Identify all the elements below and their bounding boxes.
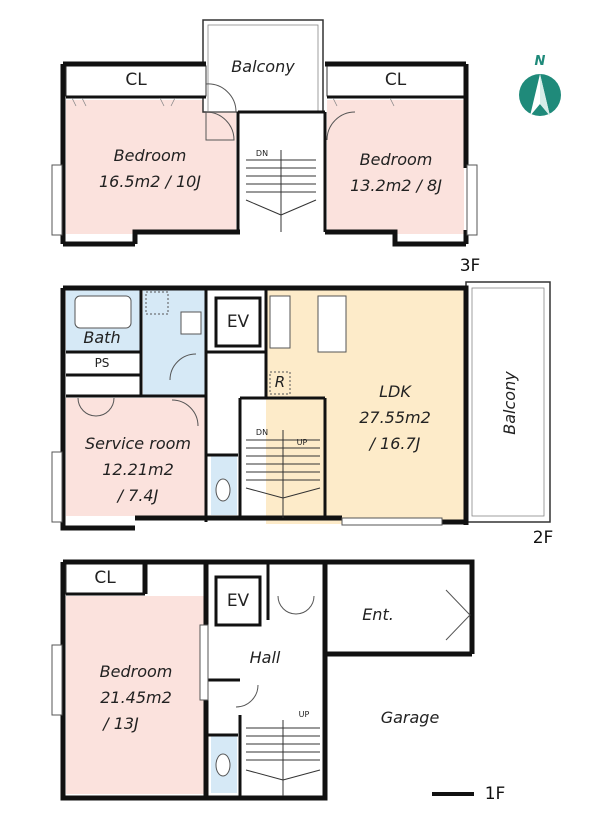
closet-3f-right-label: CL — [384, 70, 407, 90]
service-room-name: Service room — [85, 434, 191, 453]
bedroom-3f-right-size: 13.2m2 / 8J — [350, 176, 442, 195]
bedroom-3f-left-size: 16.5m2 / 10J — [98, 172, 202, 191]
ldk-size2: / 16.7J — [369, 434, 421, 453]
bedroom-1f-size1: 21.45m2 — [100, 688, 172, 707]
scale-bar — [432, 792, 474, 796]
elevator-1f — [214, 575, 262, 627]
balcony-3f-label: Balcony — [231, 57, 295, 76]
ev-1f-label: EV — [226, 591, 250, 611]
floor-1 — [51, 559, 475, 801]
wash-fill — [143, 290, 207, 395]
compass-label: N — [534, 54, 546, 69]
balcony-2f-label: Balcony — [500, 371, 519, 435]
garage-label: Garage — [380, 708, 440, 727]
floor-3-label: 3F — [459, 256, 481, 276]
ldk-size1: 27.55m2 — [359, 408, 431, 427]
stair-2f-up: UP — [296, 438, 308, 447]
stair-3f-dn: DN — [255, 149, 269, 158]
bedroom-3f-right-fill — [327, 100, 464, 234]
bath-label: Bath — [83, 328, 121, 347]
closet-1f-label: CL — [94, 568, 116, 588]
compass-icon — [519, 74, 561, 116]
r-label: R — [274, 373, 286, 391]
bedroom-1f-name: Bedroom — [99, 662, 173, 681]
service-room-fill — [66, 398, 206, 516]
bedroom-3f-left-name: Bedroom — [113, 146, 187, 165]
stair-1f-up: UP — [298, 710, 310, 719]
stair-2f-dn: DN — [255, 428, 269, 437]
hall-label: Hall — [249, 648, 281, 667]
ldk-fill — [266, 290, 464, 524]
entrance-label: Ent. — [362, 605, 394, 624]
ev-2f-label: EV — [226, 312, 250, 332]
floor-2-label: 2F — [532, 528, 554, 548]
closet-3f-left — [65, 65, 207, 97]
closet-3f-left-label: CL — [125, 70, 147, 90]
floor-1-label: 1F — [484, 784, 506, 804]
ldk-name: LDK — [379, 382, 411, 401]
bedroom-1f-fill — [66, 596, 206, 794]
ps-label: PS — [94, 356, 110, 370]
bedroom-1f-size2: / 13J — [103, 714, 139, 733]
elevator-2f — [214, 296, 262, 348]
service-room-size1: 12.21m2 — [102, 460, 174, 479]
floor-3 — [51, 19, 478, 247]
floor-2 — [51, 281, 551, 531]
bedroom-3f-left-fill — [66, 100, 236, 234]
bedroom-3f-right-name: Bedroom — [359, 150, 433, 169]
service-room-size2: / 7.4J — [117, 486, 159, 505]
